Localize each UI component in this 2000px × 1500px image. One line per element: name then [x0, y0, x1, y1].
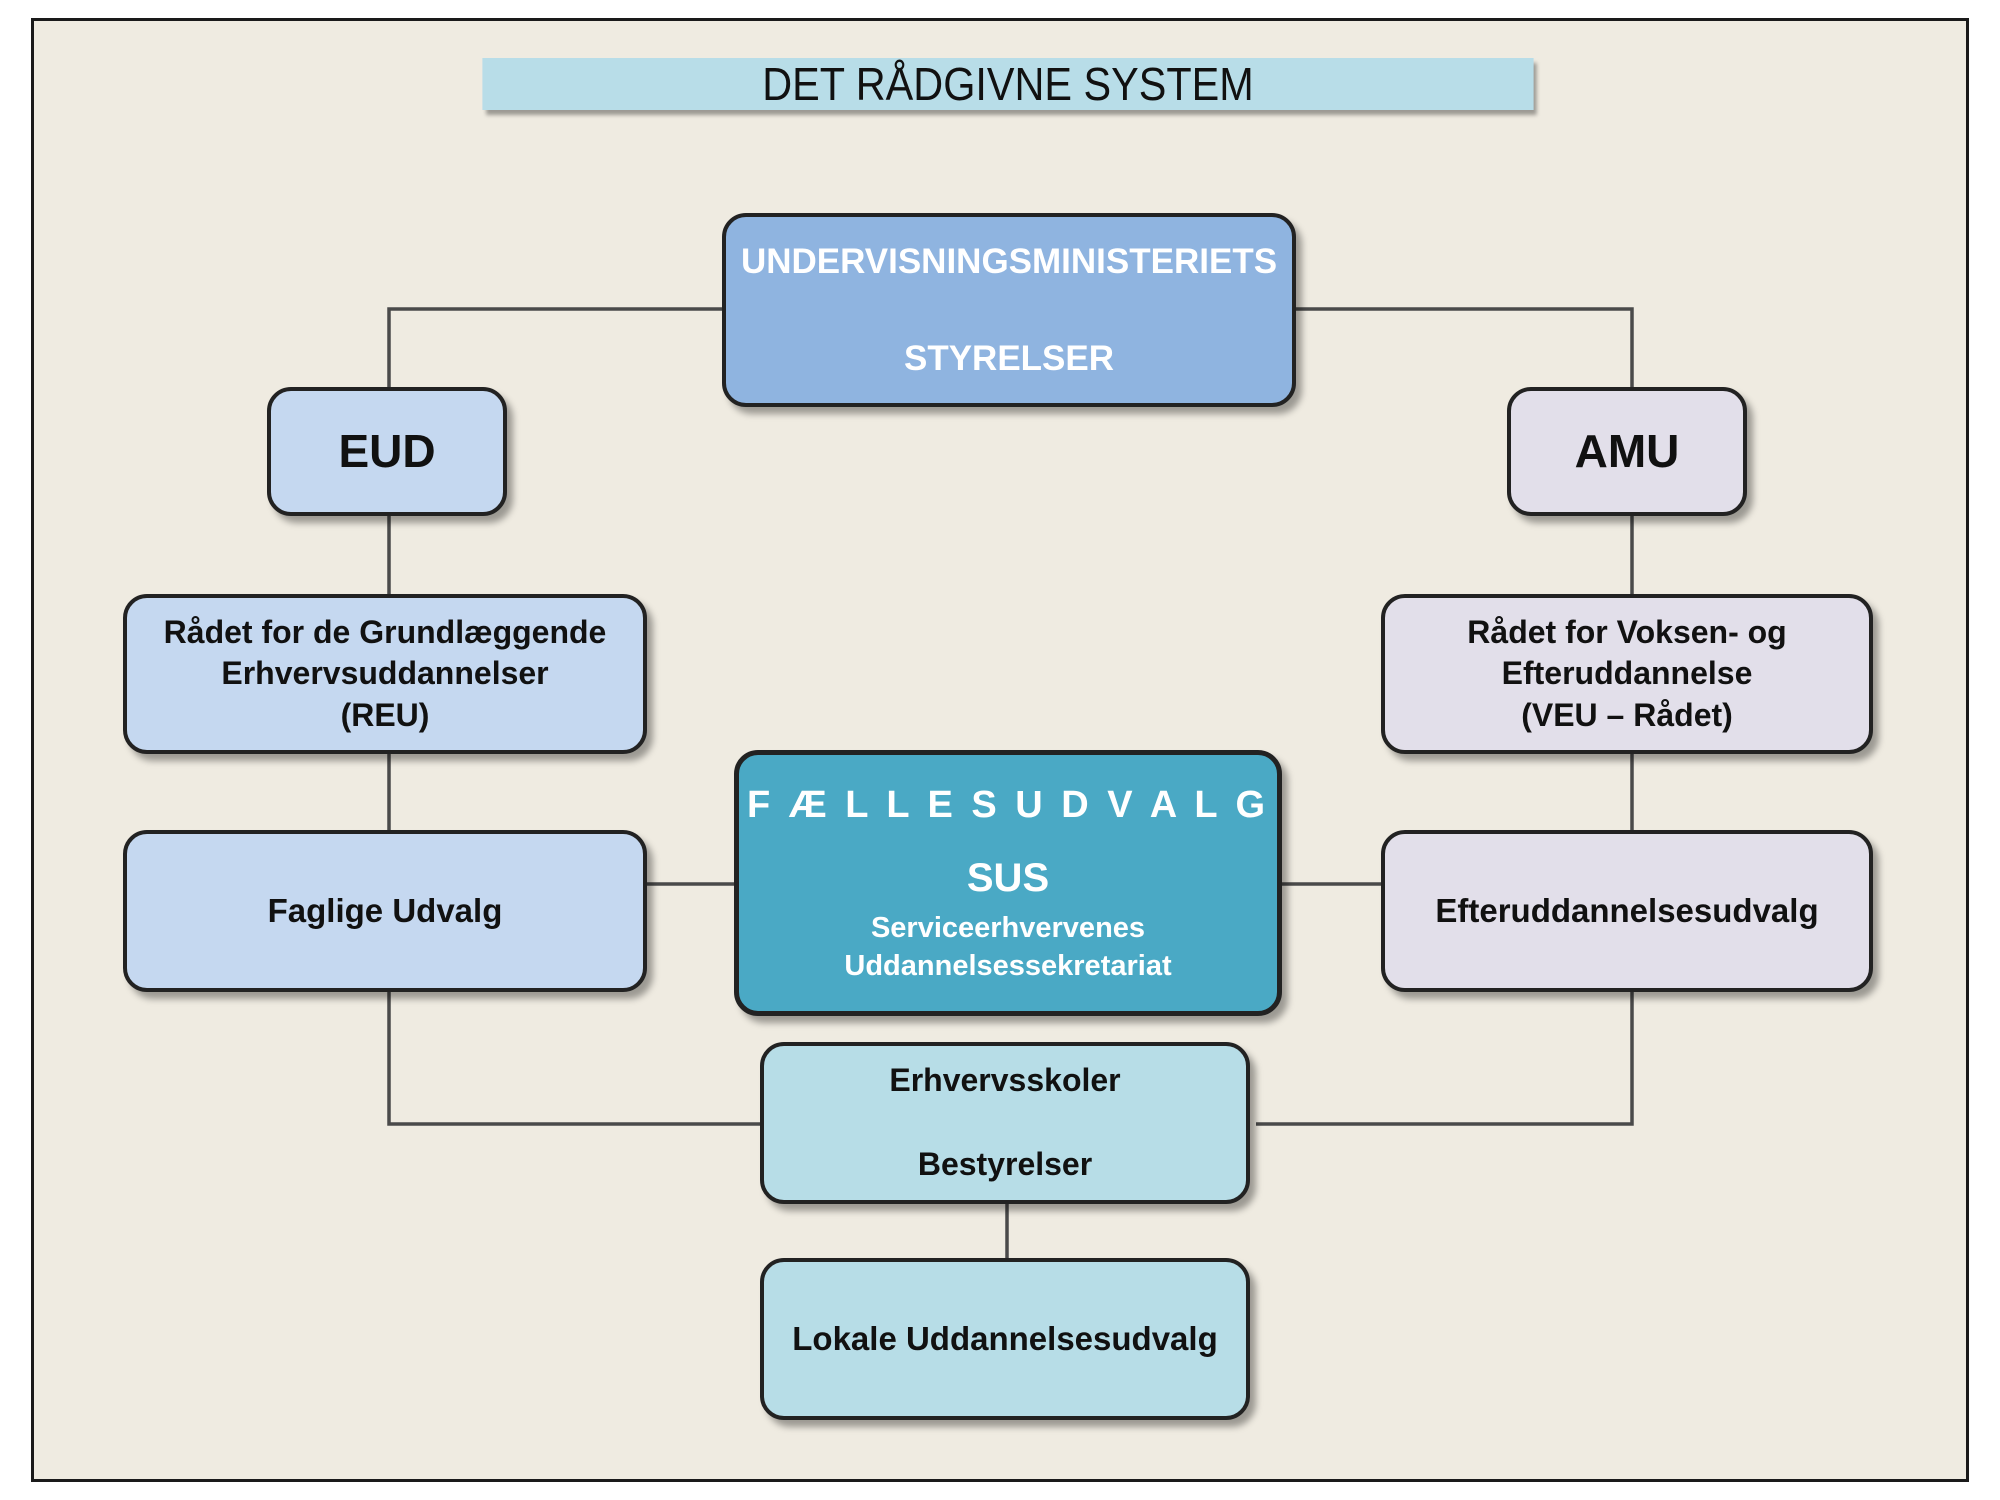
veu-box: Rådet for Voksen- og Efteruddannelse (VE…	[1381, 594, 1873, 754]
connector-ministry-eud	[387, 307, 723, 388]
eud-box: EUD	[267, 387, 507, 516]
faellesudvalg-box: F Æ L L E S U D V A L G SUS Serviceerhve…	[734, 750, 1282, 1016]
veu-line2: Efteruddannelse	[1501, 655, 1753, 692]
amu-label: AMU	[1574, 424, 1680, 477]
veu-line1: Rådet for Voksen- og	[1467, 613, 1787, 650]
sus-line2: Uddannelsessekretariat	[844, 949, 1172, 982]
ministry-line1: UNDERVISNINGSMINISTERIETS	[740, 241, 1278, 281]
veu-line3: (VEU – Rådet)	[1521, 696, 1733, 733]
sus-line1: Serviceerhvervenes	[870, 912, 1146, 944]
faglige-udvalg-label: Faglige Udvalg	[267, 891, 503, 929]
ministry-box: UNDERVISNINGSMINISTERIETS STYRELSER	[722, 213, 1296, 407]
connector-ministry-amu	[1293, 307, 1634, 388]
reu-line2: Erhvervsuddannelser	[221, 655, 549, 692]
erhvervsskoler-line2: Bestyrelser	[917, 1146, 1093, 1182]
reu-line1: Rådet for de Grundlæggende	[163, 613, 607, 650]
diagram-title-bar: DET RÅDGIVNE SYSTEM	[482, 58, 1534, 110]
amu-box: AMU	[1507, 387, 1747, 516]
sus-abbreviation: SUS	[966, 856, 1050, 900]
diagram-title: DET RÅDGIVNE SYSTEM	[762, 58, 1254, 110]
efteruddannelsesudvalg-box: Efteruddannelsesudvalg	[1381, 830, 1873, 992]
lokale-uddannelsesudvalg-box: Lokale Uddannelsesudvalg	[760, 1258, 1250, 1420]
erhvervsskoler-box: Erhvervsskoler Bestyrelser	[760, 1042, 1250, 1204]
reu-box: Rådet for de Grundlæggende Erhvervsuddan…	[123, 594, 647, 754]
connector-faglige-schools	[387, 992, 762, 1126]
connector-efter-schools	[1256, 992, 1634, 1126]
faglige-udvalg-box: Faglige Udvalg	[123, 830, 647, 992]
reu-line3: (REU)	[340, 696, 430, 733]
faellesudvalg-heading: F Æ L L E S U D V A L G	[746, 783, 1270, 826]
efteruddannelsesudvalg-label: Efteruddannelsesudvalg	[1435, 891, 1819, 929]
erhvervsskoler-line1: Erhvervsskoler	[889, 1062, 1121, 1099]
lokale-uddannelsesudvalg-label: Lokale Uddannelsesudvalg	[792, 1319, 1218, 1357]
eud-label: EUD	[338, 424, 436, 477]
ministry-line2: STYRELSER	[903, 339, 1115, 378]
